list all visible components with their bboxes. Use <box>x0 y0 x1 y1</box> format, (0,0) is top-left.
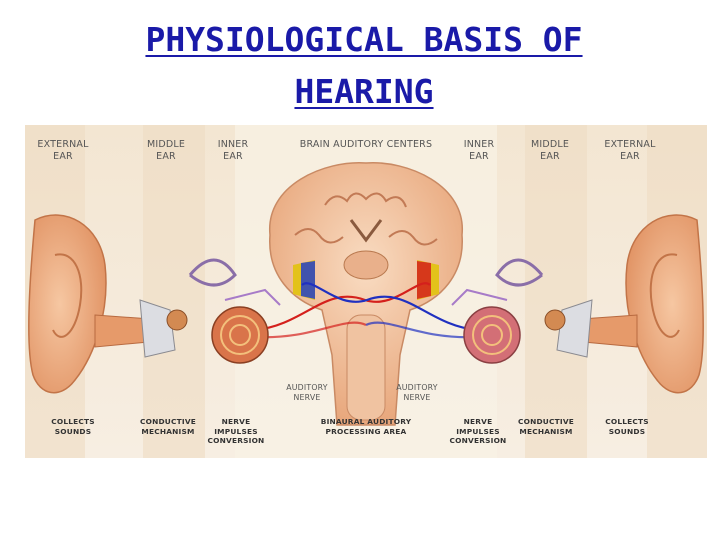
label-external-ear-left: EXTERNAL EAR <box>37 139 89 162</box>
label-collects-sounds-right: COLLECTS SOUNDS <box>605 417 649 436</box>
page-title-line-1: PHYSIOLOGICAL BASIS OF <box>145 20 583 59</box>
page-title-line-2: HEARING <box>294 72 434 111</box>
label-inner-ear-left: INNER EAR <box>217 139 249 162</box>
diagram-artwork <box>25 125 707 458</box>
label-brain-auditory-centers: BRAIN AUDITORY CENTERS <box>299 139 433 150</box>
label-external-ear-right: EXTERNAL EAR <box>604 139 656 162</box>
label-binaural-processing-area: BINAURAL AUDITORY PROCESSING AREA <box>320 417 412 436</box>
brain-illustration <box>269 162 463 426</box>
label-nerve-impulses-conversion-right: NERVE IMPULSES CONVERSION <box>449 417 507 445</box>
right-ear-illustration <box>451 214 704 394</box>
label-auditory-nerve-right: AUDITORY NERVE <box>396 383 438 402</box>
left-ear-illustration <box>28 214 281 394</box>
label-conductive-mechanism-right: CONDUCTIVE MECHANISM <box>517 417 574 436</box>
label-auditory-nerve-left: AUDITORY NERVE <box>286 383 328 402</box>
label-nerve-impulses-conversion-left: NERVE IMPULSES CONVERSION <box>207 417 265 445</box>
label-inner-ear-right: INNER EAR <box>463 139 495 162</box>
label-collects-sounds-left: COLLECTS SOUNDS <box>51 417 95 436</box>
auditory-pathways <box>254 282 478 339</box>
label-middle-ear-left: MIDDLE EAR <box>146 139 186 162</box>
hearing-anatomy-diagram: EXTERNAL EAR MIDDLE EAR INNER EAR BRAIN … <box>25 125 707 458</box>
label-middle-ear-right: MIDDLE EAR <box>530 139 570 162</box>
label-conductive-mechanism-left: CONDUCTIVE MECHANISM <box>139 417 196 436</box>
